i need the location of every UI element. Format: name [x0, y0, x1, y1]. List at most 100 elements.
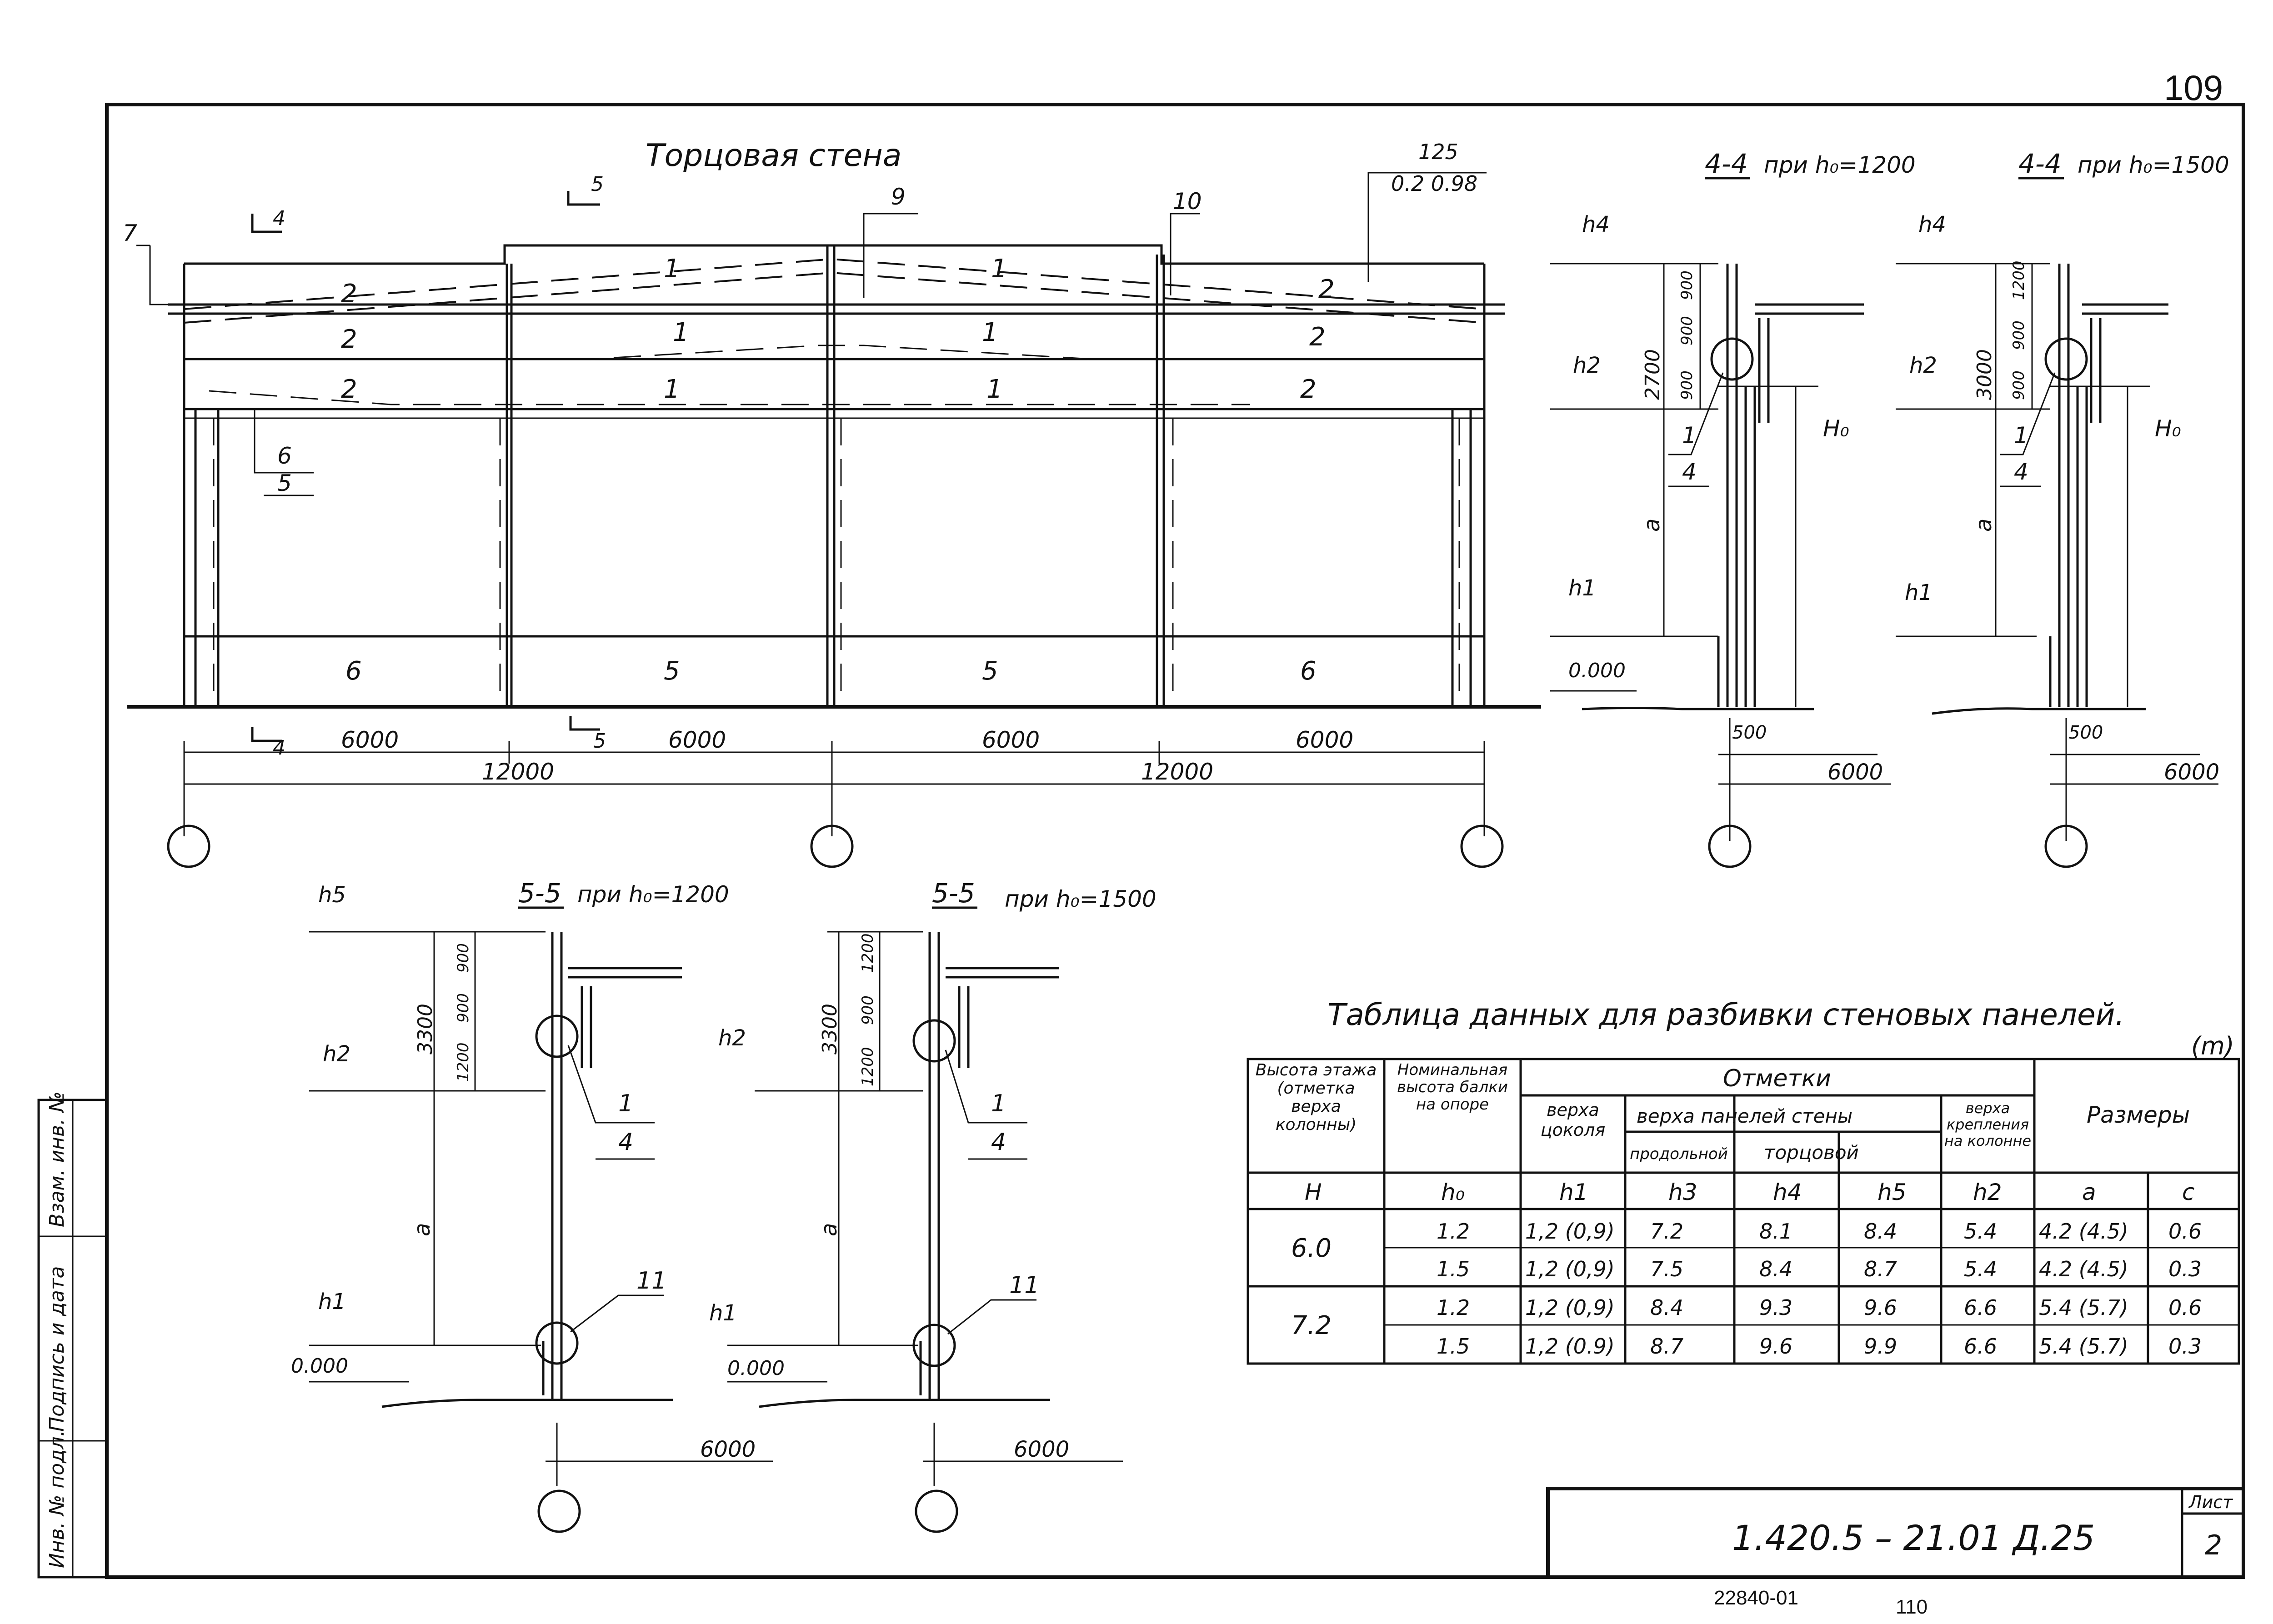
- section-5-5-1500: 5-5 при h₀=1500 h2 h1 0.000 3300 1200 90…: [709, 878, 1157, 1533]
- th-prod: продольной: [1630, 1145, 1728, 1163]
- sym-h0: h₀: [1441, 1179, 1465, 1205]
- sec44a-subtitle: при h₀=1200: [1764, 152, 1916, 178]
- cell-1-1-h2: 6.6: [1964, 1334, 1997, 1359]
- cell-0-0-h5: 8.4: [1864, 1219, 1897, 1244]
- sec55a-a: a: [410, 1223, 435, 1236]
- panel-r2-c2: 1: [673, 318, 689, 347]
- sym-h4: h4: [1773, 1179, 1802, 1205]
- sec44a-H0: H₀: [1823, 415, 1849, 442]
- sym-h5: h5: [1877, 1179, 1907, 1205]
- sec44b-panel-1: 1200: [2010, 260, 2028, 300]
- panel-r3-c3: 1: [986, 375, 1003, 404]
- elevation-title: Торцовая стена: [646, 138, 901, 174]
- sym-a: a: [2082, 1179, 2096, 1205]
- panel-r1-c4: 2: [1318, 275, 1335, 304]
- th-tor: торцовой: [1764, 1141, 1859, 1164]
- section-mark-4-top: 4: [273, 207, 285, 230]
- cell-1-0-c: 0.6: [2168, 1295, 2202, 1320]
- sec44b-a: a: [1971, 519, 1997, 532]
- callout-5: 5: [277, 470, 292, 496]
- sym-c: c: [2182, 1179, 2195, 1205]
- sec55a-callout-4: 4: [618, 1129, 633, 1156]
- end-wall-elevation: Торцовая стена: [123, 138, 1541, 868]
- sec44b-dim-500: 500: [2068, 722, 2103, 743]
- sec44a-panel-1: 900: [1678, 270, 1696, 300]
- sec44b-title: 4-4: [2018, 148, 2062, 179]
- panel-r2-c3: 1: [982, 318, 998, 347]
- sec44a-zero: 0.000: [1568, 659, 1626, 682]
- section-mark-4-bottom: 4: [273, 736, 285, 760]
- sec55b-subtitle: при h₀=1500: [1005, 886, 1157, 912]
- sec55b-dim-6000: 6000: [1014, 1437, 1069, 1462]
- sec44a-callout-4: 4: [1682, 459, 1697, 485]
- sec55b-panel-2: 900: [859, 995, 877, 1025]
- cell-0-1-c: 0.3: [2168, 1257, 2202, 1281]
- section-5-5-1200: 5-5 при h₀=1200 h5 h2 h1 0.000 3300 900 …: [291, 878, 773, 1533]
- table-caption: Таблица данных для разбивки стеновых пан…: [1327, 997, 2125, 1032]
- cell-1-0-h2: 6.6: [1964, 1295, 1997, 1320]
- sec55b-callout-11: 11: [1009, 1272, 1039, 1299]
- th-h2: верха крепления на колонне: [1944, 1100, 2032, 1149]
- panel-r2-c1: 2: [341, 325, 357, 354]
- cell-0-0-h4: 8.1: [1759, 1219, 1792, 1244]
- section-4-4-1200: 4-4 при h₀=1200 h4 h2 h1 0.000 2700 900 …: [1550, 148, 1916, 868]
- stamp-code: 1.420.5 – 21.01 Д.25: [1732, 1518, 2095, 1558]
- sec44b-h4: h4: [1918, 212, 1946, 237]
- sec44a-panel-2: 900: [1678, 316, 1696, 345]
- stamp-sheet-number: 2: [2205, 1529, 2222, 1561]
- bottom-code-left: 22840-01: [1714, 1587, 1798, 1609]
- stamp-sheet-label: Лист: [2188, 1492, 2233, 1512]
- th-panels: верха панелей стены: [1637, 1105, 1852, 1127]
- sec55a-callout-11: 11: [636, 1267, 666, 1294]
- base-panel-3: 5: [982, 656, 998, 686]
- bay-dim-2: 6000: [668, 727, 726, 753]
- cell-H-1: 7.2: [1291, 1311, 1332, 1340]
- sym-h1: h1: [1559, 1179, 1588, 1205]
- callout-6: 6: [277, 443, 292, 469]
- cell-0-1-a: 4.2 (4.5): [2039, 1257, 2128, 1281]
- cell-1-1-a: 5.4 (5.7): [2039, 1334, 2128, 1359]
- sec44a-h2: h2: [1573, 353, 1601, 378]
- th-sizes: Размеры: [2087, 1102, 2190, 1128]
- callout-7: 7: [123, 220, 137, 246]
- cell-1-1-h5: 9.9: [1864, 1334, 1897, 1359]
- sec55a-dim-6000: 6000: [700, 1437, 756, 1462]
- panel-data-table: Таблица данных для разбивки стеновых пан…: [1247, 997, 2240, 1365]
- cell-0-0-h3: 7.2: [1650, 1219, 1683, 1244]
- sec44a-h4: h4: [1582, 212, 1610, 237]
- th-floor-height: Высота этажа (отметка верха колонны): [1255, 1061, 1377, 1134]
- bay-dim-4: 6000: [1296, 727, 1353, 753]
- sym-H: H: [1305, 1179, 1322, 1205]
- sec44b-callout-1: 1: [2014, 422, 2028, 449]
- sym-h2: h2: [1973, 1179, 2002, 1205]
- title-stamp: 1.420.5 – 21.01 Д.25 Лист 2: [1546, 1487, 2245, 1579]
- cell-1-0-h3: 8.4: [1650, 1295, 1683, 1320]
- cell-1-1-c: 0.3: [2168, 1334, 2202, 1359]
- panel-r3-c2: 1: [664, 375, 680, 404]
- callout-9: 9: [891, 184, 906, 210]
- sec55b-height: 3300: [818, 1004, 841, 1054]
- sec44a-dim-500: 500: [1732, 722, 1767, 743]
- cell-0-1-h5: 8.7: [1864, 1257, 1897, 1281]
- sec55a-callout-1: 1: [618, 1090, 633, 1117]
- sec44b-panel-2: 900: [2010, 320, 2028, 350]
- sec44a-dim-6000: 6000: [1827, 760, 1883, 785]
- span-dim-2: 12000: [1141, 759, 1213, 785]
- sec44a-h1: h1: [1568, 575, 1596, 601]
- sec44b-height: 3000: [1973, 349, 1996, 400]
- sec55a-h2: h2: [323, 1041, 350, 1067]
- side-stamp-replace: Взам. инв. №: [45, 1091, 69, 1227]
- panel-r1-c3: 1: [991, 254, 1007, 284]
- panel-r1-c1: 2: [341, 279, 357, 309]
- sec44a-height: 2700: [1641, 349, 1664, 400]
- cell-0-1-h3: 7.5: [1650, 1257, 1683, 1281]
- base-panel-2: 5: [664, 656, 680, 686]
- sec44a-panel-3: 900: [1678, 370, 1696, 400]
- sec55b-zero: 0.000: [727, 1357, 785, 1380]
- sec55a-panel-1: 900: [454, 943, 472, 973]
- sheet-frame: [105, 103, 2245, 1579]
- sec55a-subtitle: при h₀=1200: [577, 881, 729, 908]
- section-mark-5-bottom: 5: [593, 730, 606, 753]
- bay-dim-3: 6000: [982, 727, 1040, 753]
